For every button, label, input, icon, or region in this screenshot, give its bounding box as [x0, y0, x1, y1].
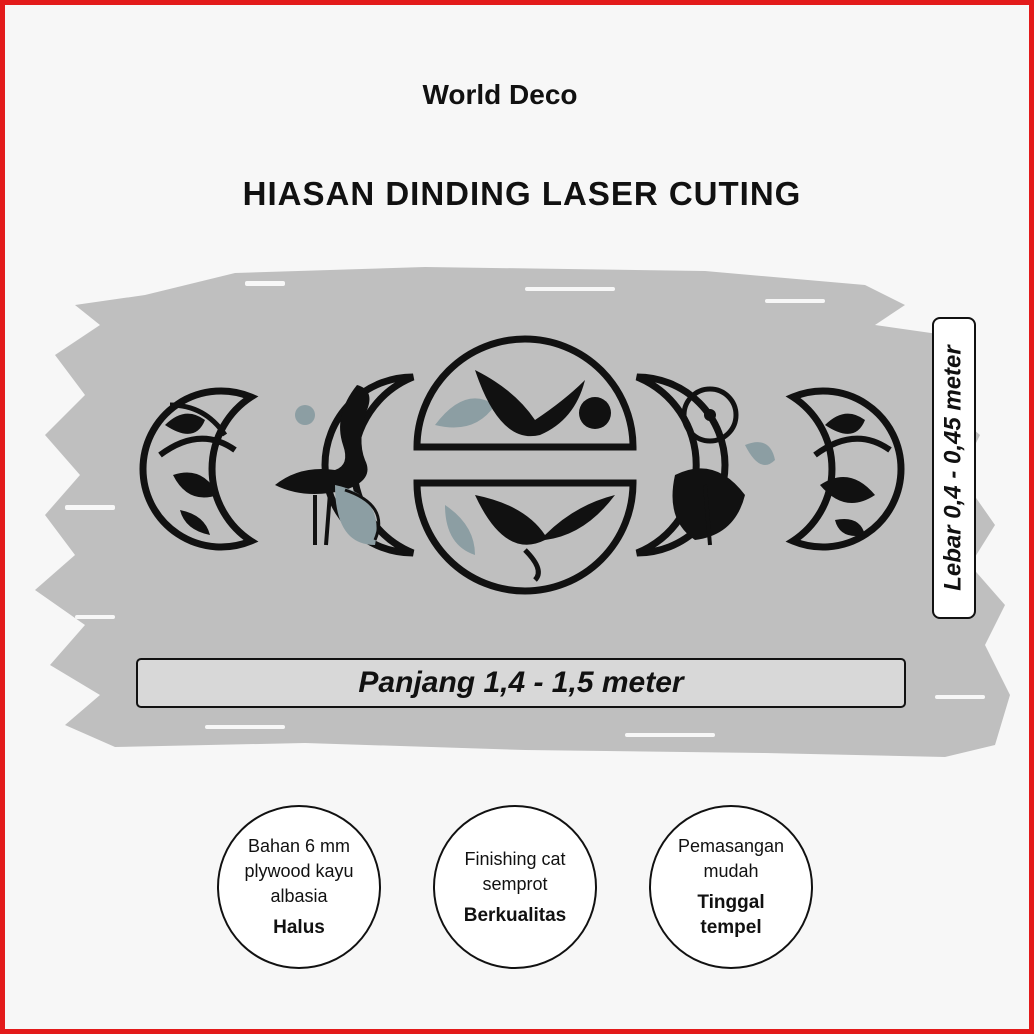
- flamingo-panel: [275, 373, 415, 557]
- length-dimension-label: Panjang 1,4 - 1,5 meter: [136, 658, 906, 708]
- brand-name: World Deco: [422, 79, 578, 110]
- feature-text: mudah: [703, 861, 759, 881]
- feature-text: plywood kayu: [244, 861, 354, 881]
- width-dimension-label: Lebar 0,4 - 0,45 meter: [932, 317, 976, 619]
- hibiscus-panel: [635, 373, 775, 557]
- feature-highlight: tempel: [700, 917, 762, 938]
- feature-text: semprot: [482, 873, 548, 894]
- length-dimension-text: Panjang 1,4 - 1,5 meter: [358, 666, 684, 699]
- feature-text: Pemasangan: [677, 836, 785, 856]
- koi-center-panel: [413, 335, 637, 595]
- moon-phase-wall-art: [139, 335, 905, 595]
- feature-badge-finishing: Finishing cat semprot Berkualitas: [433, 805, 597, 969]
- width-dimension-text: Lebar 0,4 - 0,45 meter: [940, 345, 967, 591]
- feature-text: Finishing cat: [464, 848, 566, 869]
- feature-highlight: Berkualitas: [463, 904, 567, 926]
- feature-text: albasia: [270, 886, 328, 906]
- feature-badge-material: Bahan 6 mm plywood kayu albasia Halus: [217, 805, 381, 969]
- feature-highlight: Tinggal: [697, 892, 765, 913]
- crescent-right-panel: [785, 387, 905, 551]
- feature-highlight: Halus: [273, 917, 325, 938]
- feature-badge-installation: Pemasangan mudah Tinggal tempel: [649, 805, 813, 969]
- feature-text: Bahan 6 mm: [247, 836, 351, 856]
- page-title: HIASAN DINDING LASER CUTING: [242, 175, 802, 212]
- crescent-left-panel: [139, 387, 259, 551]
- brush-stroke-background: [35, 267, 1010, 757]
